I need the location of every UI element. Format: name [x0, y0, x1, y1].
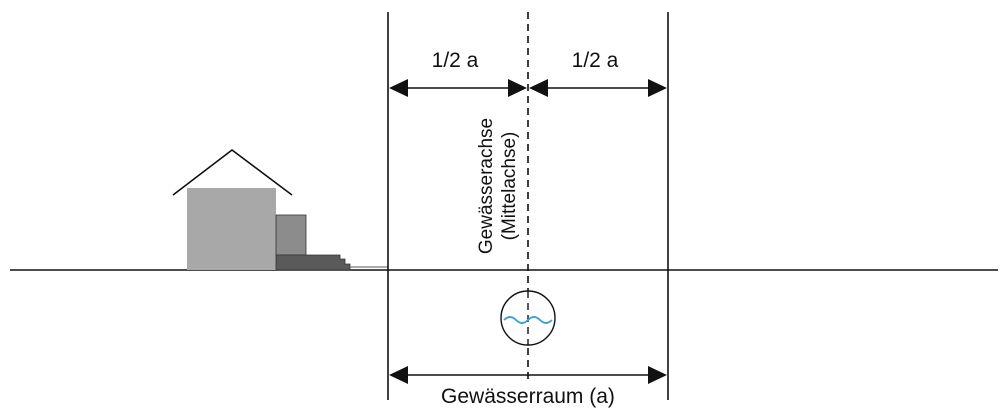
- arrowhead-left-outer: [389, 79, 408, 97]
- arrowhead-right-inner: [529, 79, 548, 97]
- house-body: [187, 188, 276, 270]
- axis-label-line1: Gewässerachse: [476, 118, 497, 254]
- house-annex: [275, 214, 307, 256]
- axis-label-line2: (Mittelachse): [499, 132, 520, 241]
- house-terrace-steps: [275, 254, 351, 271]
- space-label-bg: [428, 382, 630, 408]
- arrowhead-bottom-left: [389, 366, 408, 384]
- half-width-dimension: [389, 79, 667, 97]
- water-space-dimension: [389, 366, 667, 384]
- half-width-label-right: 1/2 a: [572, 49, 619, 72]
- water-space-label: Gewässerraum (a): [441, 385, 615, 408]
- arrowhead-left-inner: [508, 79, 527, 97]
- house-roof: [172, 148, 293, 196]
- water-wave-circle-icon: [500, 290, 556, 346]
- half-width-label-left: 1/2 a: [432, 49, 479, 72]
- arrowhead-bottom-right: [648, 366, 667, 384]
- house: [172, 148, 388, 271]
- arrowhead-right-outer: [648, 79, 667, 97]
- axis-label: Gewässerachse (Mittelachse): [476, 118, 520, 254]
